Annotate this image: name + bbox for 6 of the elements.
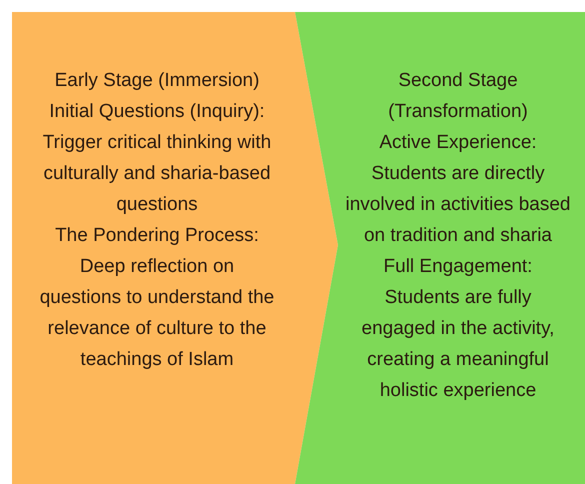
stage-heading: Early Stage (Immersion) <box>54 69 260 93</box>
stage-description: Active Experience: Students are directly involved in activities based on tradition and sharia <box>345 131 571 248</box>
stage-heading: Second Stage (Transformation) <box>387 69 529 124</box>
stage-description: The Pondering Process: Deep reflection on questions to understand the relevance of culture to the teachings of Islam <box>38 224 276 372</box>
stage-description: Initial Questions (Inquiry): Trigger critical thinking with culturally and sharia-based questions <box>42 100 272 217</box>
stage-description: Full Engagement: Students are fully engaged in the activity, creating a meaningful holistic experience <box>360 255 556 403</box>
